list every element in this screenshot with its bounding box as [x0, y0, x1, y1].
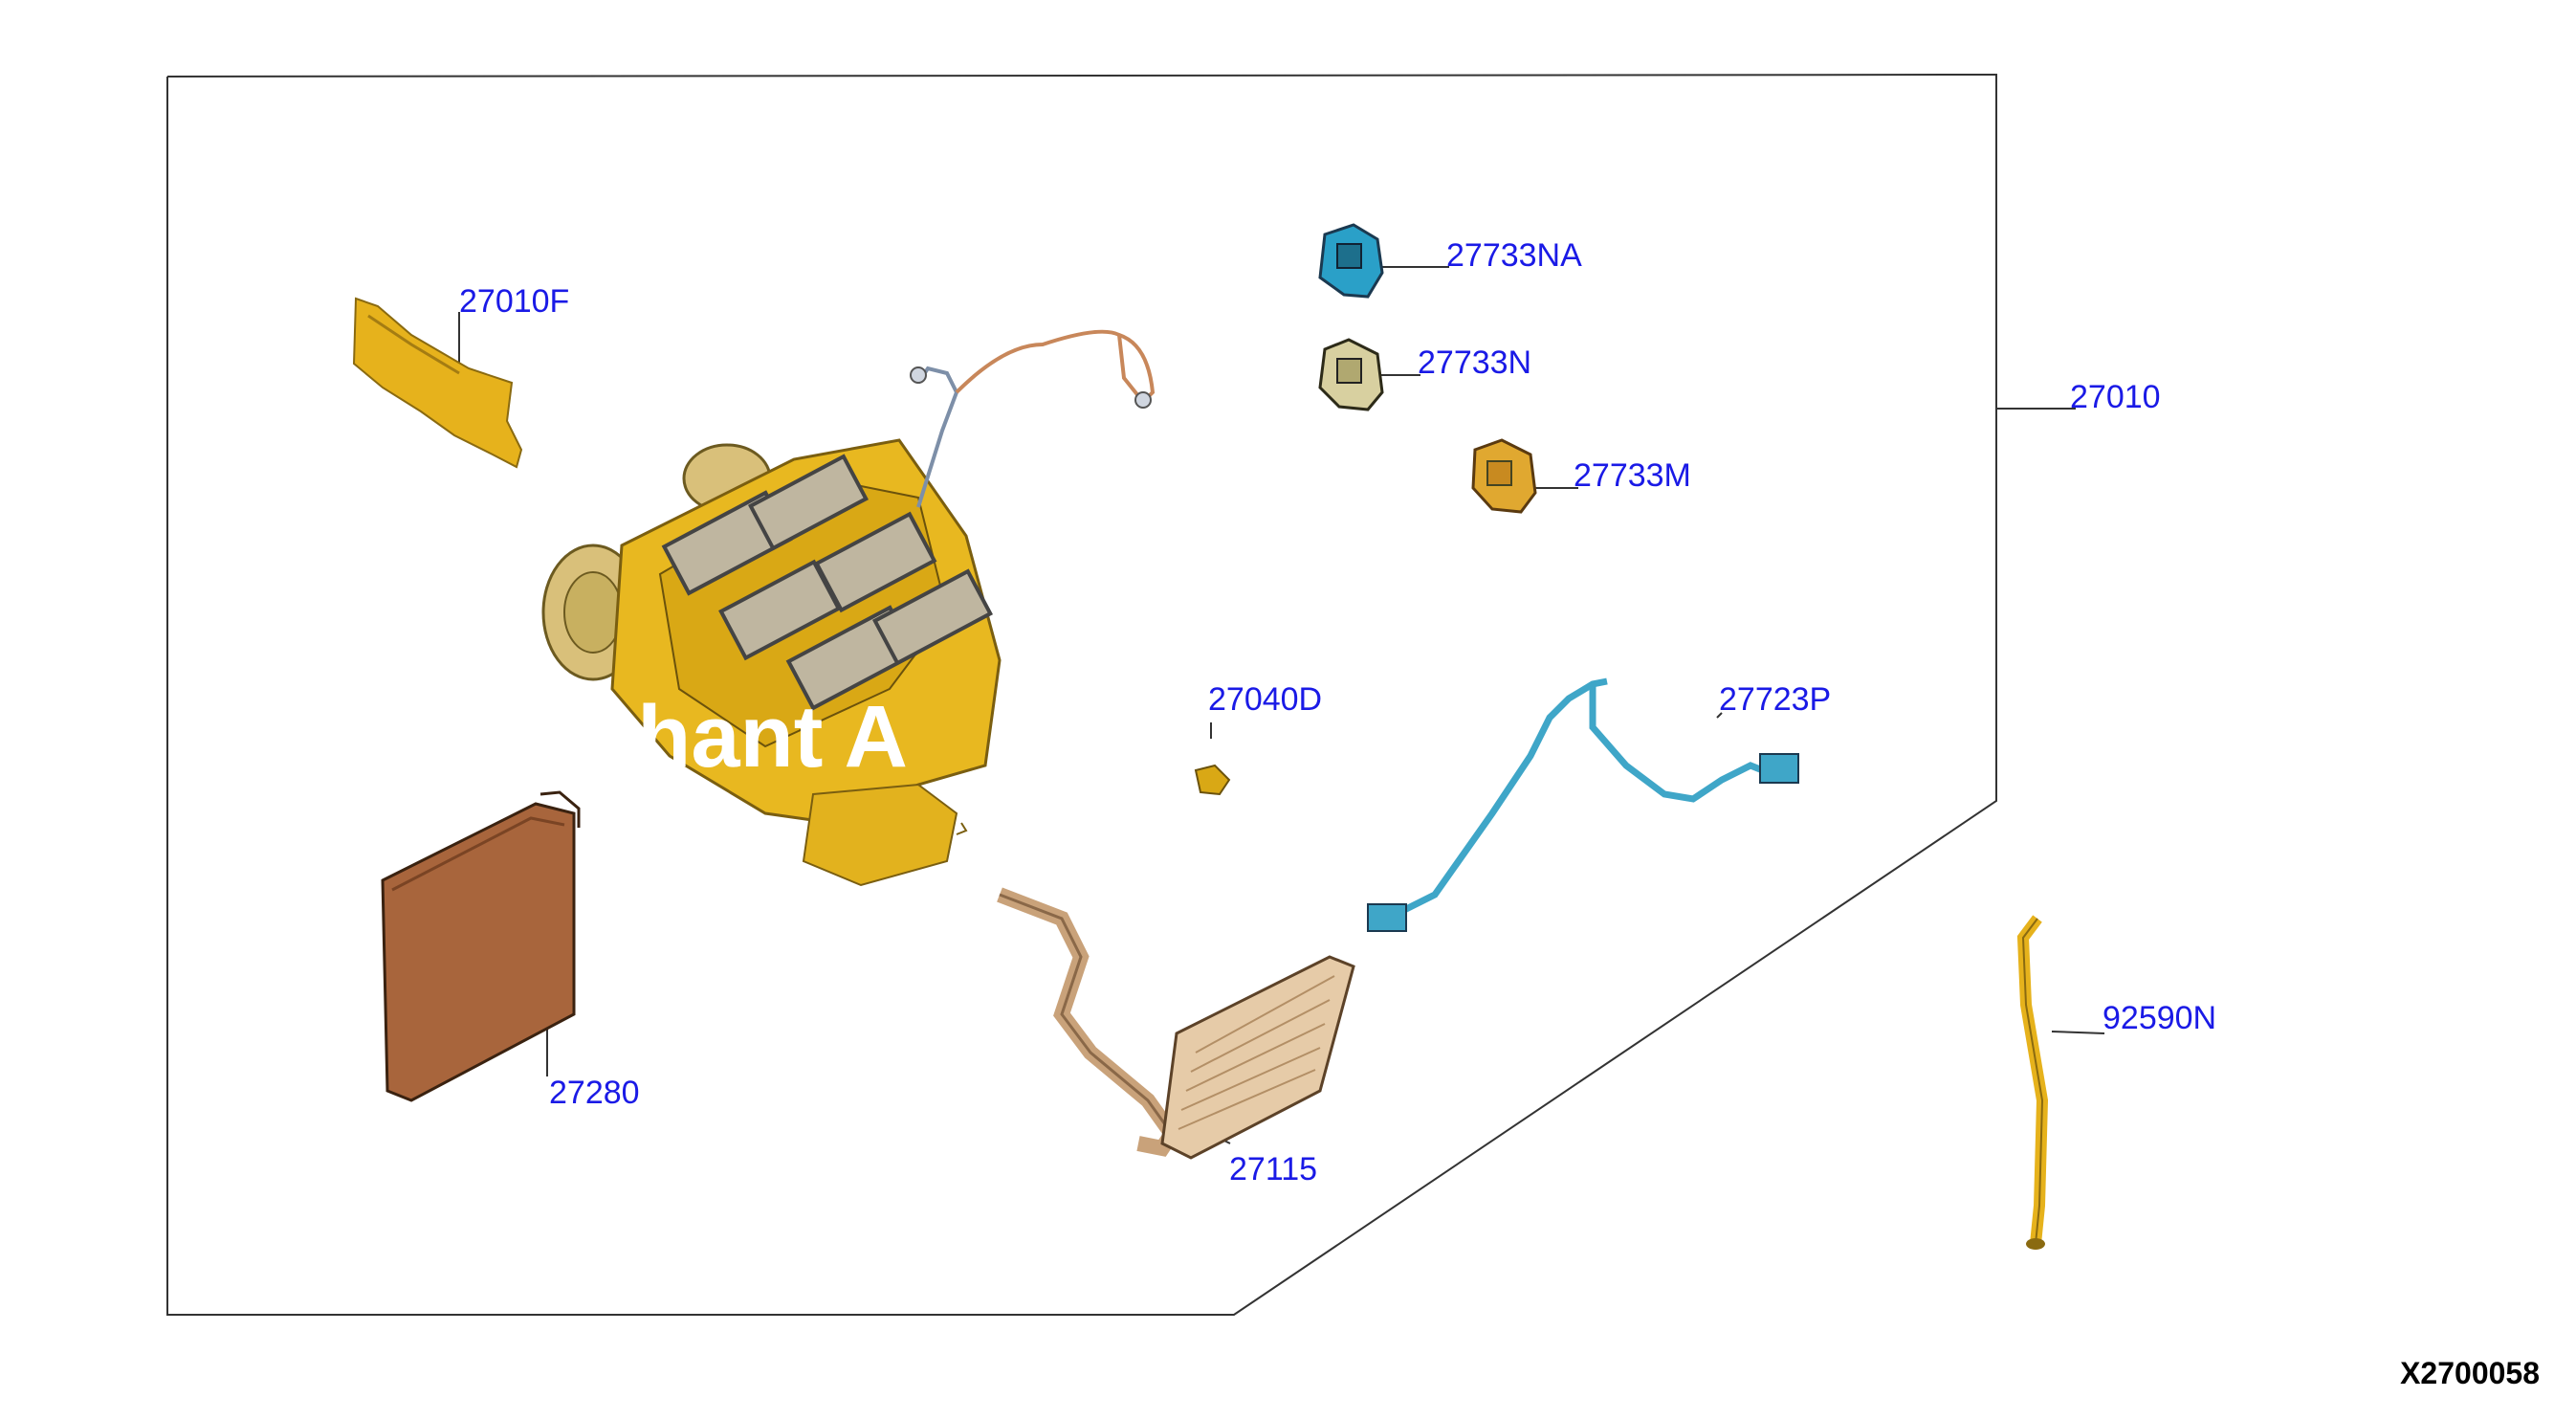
- watermark: chant A: [588, 688, 908, 786]
- diagram-id: X2700058: [2400, 1356, 2540, 1390]
- callout-27733n[interactable]: 27733N: [1418, 344, 1532, 381]
- callout-27010f[interactable]: 27010F: [459, 283, 570, 320]
- part-27733n-actuator: [1318, 338, 1384, 411]
- part-27040d-clip: [1194, 764, 1231, 796]
- part-27115-heater-core: [997, 887, 1355, 1160]
- part-hvac-unit: [541, 438, 1002, 887]
- part-27280-filter: [381, 790, 581, 1102]
- callout-27115[interactable]: 27115: [1229, 1151, 1318, 1187]
- callout-92590n[interactable]: 92590N: [2103, 1000, 2217, 1036]
- part-27723p-harness: [1367, 677, 1799, 932]
- callout-27010[interactable]: 27010: [2070, 379, 2161, 415]
- callout-27733na[interactable]: 27733NA: [1446, 237, 1582, 274]
- callout-27040d[interactable]: 27040D: [1208, 681, 1323, 718]
- callout-27280[interactable]: 27280: [549, 1075, 640, 1111]
- part-27733m-actuator: [1471, 438, 1537, 514]
- callout-27733m[interactable]: 27733M: [1574, 457, 1691, 494]
- part-wiring-harness: [910, 329, 1156, 508]
- assembly-frame: [166, 73, 1997, 1316]
- callout-27723p[interactable]: 27723P: [1719, 681, 1832, 718]
- part-27010f-bracket: [352, 297, 523, 469]
- part-27733na-actuator: [1318, 223, 1384, 299]
- part-92590n-hose: [2016, 915, 2049, 1250]
